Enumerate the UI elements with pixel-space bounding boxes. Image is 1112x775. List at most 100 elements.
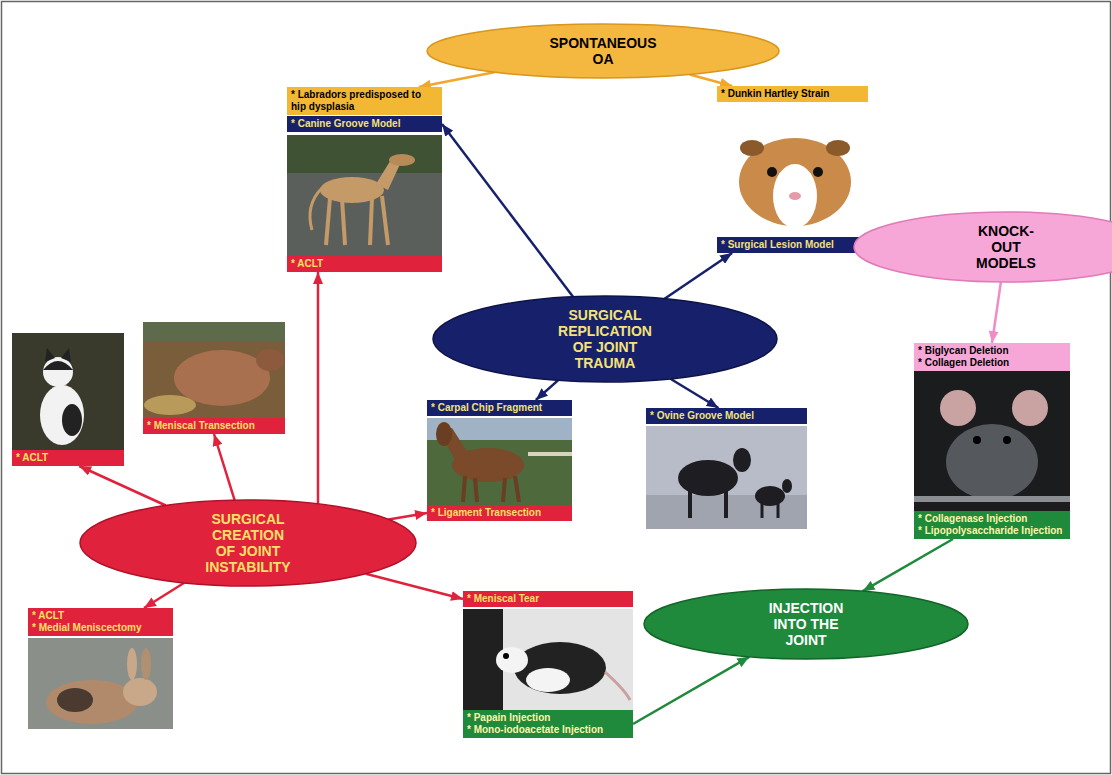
category-ellipse: SPONTANEOUS OA bbox=[427, 24, 779, 78]
model-band: * Carpal Chip Fragment bbox=[427, 400, 572, 416]
cat-body bbox=[40, 385, 84, 445]
arrow-connector bbox=[144, 583, 184, 608]
model-band: * Surgical Lesion Model bbox=[717, 237, 868, 253]
model-label: * Ligament Transection bbox=[431, 507, 568, 519]
model-label: * Lipopolysaccharide Injection bbox=[918, 525, 1066, 537]
category-ellipse: KNOCK-OUT MODELS bbox=[854, 212, 1112, 282]
rat-patch bbox=[526, 668, 570, 692]
model-label: * Canine Groove Model bbox=[291, 118, 438, 130]
model-label: * ACLT bbox=[32, 610, 169, 622]
model-label: * ACLT bbox=[291, 258, 438, 270]
dog-tail bbox=[310, 188, 322, 230]
cat-patch bbox=[62, 404, 82, 436]
model-label: * Meniscal Transection bbox=[147, 420, 281, 432]
photo-ground bbox=[287, 135, 442, 257]
rabbit-ear bbox=[127, 648, 137, 680]
guinea-pig-eye bbox=[813, 167, 823, 177]
model-band: * Meniscal Transection bbox=[143, 418, 285, 434]
model-label: * ACLT bbox=[16, 452, 120, 464]
arrow-connector bbox=[863, 539, 953, 591]
sheep-head bbox=[256, 349, 284, 371]
arrow-connector bbox=[389, 513, 428, 519]
category-label: SPONTANEOUS OA bbox=[549, 35, 656, 67]
rat-photo bbox=[463, 609, 633, 711]
mouse-ear bbox=[940, 390, 976, 426]
category-label: SURGICAL REPLICATION OF JOINT TRAUMA bbox=[555, 307, 654, 371]
model-label: * Mono-iodoacetate Injection bbox=[467, 724, 629, 736]
guinea-pig-photo bbox=[717, 104, 868, 238]
dog-leg bbox=[382, 196, 388, 245]
category-ellipse: INJECTION INTO THE JOINT bbox=[644, 589, 968, 659]
arrow-connector bbox=[442, 124, 573, 297]
guinea-pig-face bbox=[773, 164, 817, 228]
model-label: * Dunkin Hartley Strain bbox=[721, 88, 864, 100]
arrow-connector bbox=[79, 466, 166, 506]
model-label: * Ovine Groove Model bbox=[650, 410, 803, 422]
model-band: * Canine Groove Model bbox=[287, 116, 442, 132]
horse-head bbox=[436, 422, 452, 446]
model-band: * Meniscal Tear bbox=[463, 591, 633, 607]
model-band: * ACLT bbox=[287, 256, 442, 272]
rat-head bbox=[496, 647, 528, 673]
dog-photo bbox=[287, 135, 442, 257]
photo-sky bbox=[646, 426, 807, 529]
cat-ear bbox=[45, 348, 55, 362]
model-band: * Ligament Transection bbox=[427, 505, 572, 521]
horse-leg bbox=[515, 476, 519, 502]
arrow-connector bbox=[536, 380, 558, 400]
model-label: * Meniscal Tear bbox=[467, 593, 629, 605]
ellipse-shape bbox=[854, 212, 1112, 282]
guinea-pig-nose bbox=[789, 192, 801, 200]
model-label: * Collagenase Injection bbox=[918, 513, 1066, 525]
model-band: * Papain Injection* Mono-iodoacetate Inj… bbox=[463, 710, 633, 738]
dog-leg bbox=[326, 198, 330, 245]
dog-leg bbox=[342, 198, 345, 245]
cat-head bbox=[43, 357, 73, 387]
dog-head bbox=[389, 154, 415, 166]
arrow-connector bbox=[690, 75, 732, 87]
rabbit-head bbox=[123, 678, 157, 706]
cat-cap bbox=[43, 361, 73, 370]
horse-photo bbox=[427, 418, 572, 506]
model-band: * Biglycan Deletion* Collagen Deletion bbox=[914, 343, 1070, 371]
ellipse-shape bbox=[433, 296, 777, 382]
photo-ground bbox=[463, 609, 633, 711]
lamb-silhouette bbox=[755, 486, 785, 506]
arrow-connector bbox=[633, 657, 749, 724]
horse-leg bbox=[503, 478, 505, 502]
photo-ground bbox=[717, 104, 868, 238]
arrow-connector bbox=[670, 379, 718, 408]
model-band: * Collagenase Injection* Lipopolysacchar… bbox=[914, 511, 1070, 539]
photo-ground bbox=[28, 638, 173, 729]
ellipse-outline bbox=[854, 212, 1112, 282]
photo-ground bbox=[914, 371, 1070, 512]
model-band: * Dunkin Hartley Strain bbox=[717, 86, 868, 102]
ellipse-shape bbox=[644, 589, 968, 659]
lamb-leg bbox=[777, 503, 780, 518]
sheep-leg bbox=[724, 490, 728, 518]
model-label: * Labradors predisposed to hip dysplasia bbox=[291, 89, 438, 113]
arrow-connector bbox=[992, 282, 1001, 343]
category-label: SURGICAL CREATION OF JOINT INSTABILITY bbox=[202, 511, 293, 575]
photo-fence bbox=[143, 322, 285, 342]
model-label: * Biglycan Deletion bbox=[918, 345, 1066, 357]
fence bbox=[528, 452, 572, 456]
sheep-photo bbox=[143, 322, 285, 419]
arrow-connector bbox=[665, 253, 733, 299]
photo-bushes bbox=[287, 135, 442, 173]
model-label: * Medial Meniscectomy bbox=[32, 622, 169, 634]
lamb-leg bbox=[761, 503, 764, 518]
sheep-hay bbox=[144, 395, 196, 415]
mouse-eye bbox=[1003, 436, 1011, 444]
model-label: * Papain Injection bbox=[467, 712, 629, 724]
horse-leg bbox=[463, 476, 465, 502]
category-label: INJECTION INTO THE JOINT bbox=[766, 600, 845, 648]
guinea-pig-ear bbox=[740, 140, 764, 156]
ovine-photo bbox=[646, 426, 807, 529]
photo-ground bbox=[12, 333, 124, 451]
horse-leg bbox=[475, 478, 477, 502]
rat-eye bbox=[503, 653, 509, 659]
guinea-pig-ear bbox=[826, 140, 850, 156]
sheep-body bbox=[174, 350, 270, 406]
